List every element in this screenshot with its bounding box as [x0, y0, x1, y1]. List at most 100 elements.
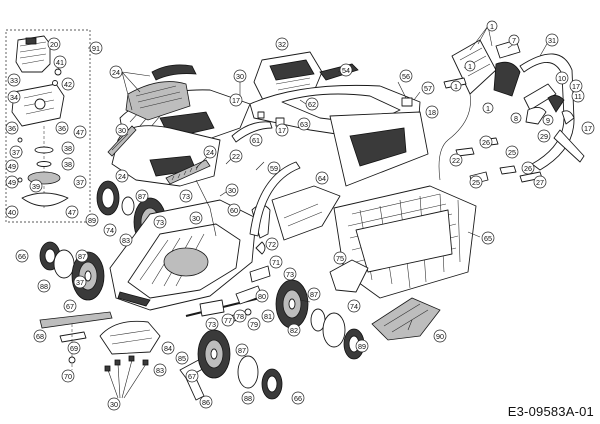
motor-assembly-inset [5, 29, 91, 223]
callout-number: 26 [482, 138, 490, 147]
callout-number: 79 [250, 320, 258, 329]
callout-circle [450, 80, 462, 92]
callout-number: 1 [454, 82, 458, 91]
callout-circle [29, 179, 43, 193]
callout-number: 73 [208, 320, 216, 329]
rear-bottom-wheels [179, 329, 283, 401]
callout-c85: 85 [175, 351, 189, 365]
callout-c87b: 87 [75, 249, 89, 263]
callout-number: 49 [8, 178, 16, 187]
callout-number: 54 [342, 66, 350, 75]
callout-c71: 71 [269, 255, 283, 269]
callout-c10: 10 [555, 71, 569, 85]
callout-circle [486, 20, 498, 32]
callout-circle [199, 395, 213, 409]
callout-c26a: 26 [479, 135, 493, 149]
callout-circle [115, 123, 129, 137]
washer-42 [52, 80, 58, 86]
knob-10 [523, 83, 557, 111]
callout-circle [261, 309, 275, 323]
callout-circle [15, 249, 29, 263]
callout-c7: 7 [508, 34, 520, 46]
callout-circle [233, 69, 247, 83]
washer-41 [54, 68, 62, 76]
callout-c27: 27 [533, 175, 547, 189]
callout-number: 72 [268, 240, 276, 249]
callout-number: 26 [524, 164, 532, 173]
main-deck [109, 199, 257, 311]
callout-number: 83 [156, 366, 164, 375]
callout-c75: 75 [333, 251, 347, 265]
callout-c62: 62 [305, 97, 319, 111]
callout-number: 25 [508, 148, 516, 157]
callout-circle [119, 233, 133, 247]
callout-c29: 29 [537, 129, 551, 143]
callout-c40: 40 [5, 205, 19, 219]
callout-number: 37 [12, 148, 20, 157]
callout-number: 8 [514, 114, 518, 123]
callout-c30d: 30 [189, 211, 203, 225]
callout-number: 88 [40, 282, 48, 291]
callout-c87d: 87 [235, 343, 249, 357]
callout-number: 56 [402, 72, 410, 81]
callout-c38b: 38 [61, 157, 75, 171]
callout-circle [569, 79, 583, 93]
callout-c77: 77 [221, 313, 235, 327]
leader-73 [195, 179, 217, 237]
bearing-38a [34, 146, 54, 154]
callout-c39: 39 [29, 179, 43, 193]
callout-c26b: 26 [521, 161, 535, 175]
screw-17a [257, 111, 265, 119]
handle-lower-29 [553, 129, 585, 163]
callout-circle [5, 205, 19, 219]
callout-c63: 63 [297, 117, 311, 131]
callout-number: 22 [452, 156, 460, 165]
callout-number: 24 [112, 68, 120, 77]
callout-circle [85, 213, 99, 227]
disc-87d [237, 355, 259, 389]
callout-number: 87 [78, 252, 86, 261]
callout-circle [5, 175, 19, 189]
callout-c68: 68 [33, 329, 47, 343]
callout-number: 36 [8, 124, 16, 133]
callout-number: 73 [156, 218, 164, 227]
callout-number: 86 [202, 398, 210, 407]
callout-number: 59 [270, 164, 278, 173]
callout-circle [189, 211, 203, 225]
callout-number: 30 [192, 214, 200, 223]
callout-circle [229, 93, 243, 107]
callout-c83a: 83 [119, 233, 133, 247]
rear-left-wheels [39, 241, 105, 301]
callout-circle [241, 391, 255, 405]
callout-number: 17 [584, 124, 592, 133]
callout-c36b: 36 [55, 121, 69, 135]
callout-number: 29 [540, 132, 548, 141]
callout-c20: 20 [47, 37, 61, 51]
callout-circle [481, 231, 495, 245]
callout-c17d: 17 [581, 121, 595, 135]
callout-c88b: 88 [241, 391, 255, 405]
callout-c30e: 30 [107, 397, 121, 411]
callout-c1d: 1 [482, 102, 494, 114]
callout-number: 77 [224, 316, 232, 325]
drawing-code: E3-09583A-01 [507, 404, 594, 419]
callout-number: 31 [548, 36, 556, 45]
callout-c17b: 17 [275, 123, 289, 137]
callout-circle [275, 37, 289, 51]
callout-circle [161, 341, 175, 355]
callout-c33: 33 [7, 73, 21, 87]
callout-number: 63 [300, 120, 308, 129]
disc-87b [53, 249, 75, 279]
callout-c74b: 74 [347, 299, 361, 313]
callout-circle [9, 145, 23, 159]
blade-adapter-69 [59, 331, 87, 343]
callout-number: 67 [188, 372, 196, 381]
button-56 [401, 97, 413, 107]
callout-c1a: 1 [486, 20, 498, 32]
callout-circle [103, 223, 117, 237]
motor-top-block [25, 37, 37, 45]
callout-circle [464, 60, 476, 72]
callout-c30a: 30 [233, 69, 247, 83]
callout-number: 22 [232, 152, 240, 161]
